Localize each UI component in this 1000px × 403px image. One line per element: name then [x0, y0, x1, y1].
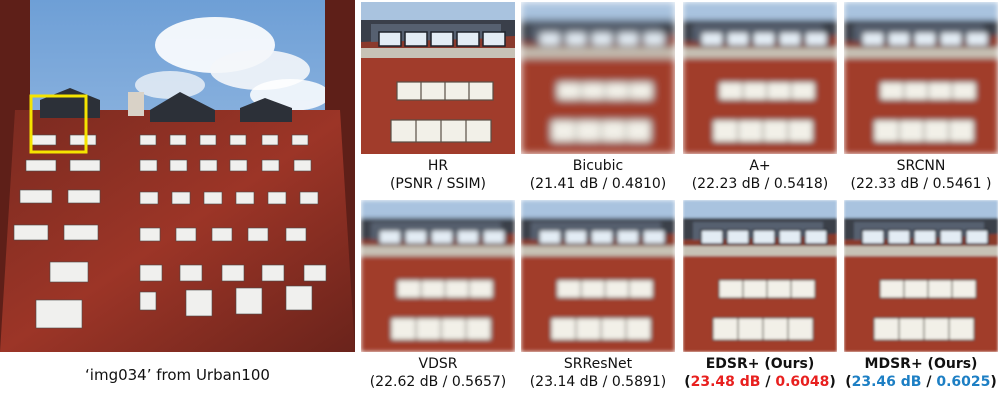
crop-image-hr — [361, 2, 515, 154]
method-label: Bicubic — [572, 158, 624, 174]
panel-srresnet: SRResNet (23.14 dB / 0.5891) — [521, 200, 675, 391]
ssim-value: 0.6048 — [775, 374, 830, 390]
metrics-label: (23.14 dB / 0.5891) — [529, 374, 667, 390]
panel-aplus: A+ (22.23 dB / 0.5418) — [683, 2, 837, 193]
metrics-label: (23.48 dB / 0.6048) — [684, 374, 836, 390]
method-label: SRCNN — [896, 158, 946, 174]
metrics-label: (22.62 dB / 0.5657) — [369, 374, 507, 390]
metrics-label: (PSNR / SSIM) — [389, 176, 487, 192]
method-label: HR — [427, 158, 449, 174]
building-photo — [0, 0, 355, 352]
panel-edsr: EDSR+ (Ours) (23.48 dB / 0.6048) — [683, 200, 837, 391]
crop-image-vdsr — [361, 200, 515, 352]
metrics-label: (22.23 dB / 0.5418) — [691, 176, 829, 192]
method-label: EDSR+ (Ours) — [705, 356, 815, 372]
crop-image-mdsr — [844, 200, 998, 352]
zoom-region-box — [29, 94, 88, 154]
panel-mdsr: MDSR+ (Ours) (23.46 dB / 0.6025) — [844, 200, 998, 391]
method-label: VDSR — [418, 356, 458, 372]
crop-image-srresnet — [521, 200, 675, 352]
method-label: A+ — [749, 158, 771, 174]
panel-vdsr: VDSR (22.62 dB / 0.5657) — [361, 200, 515, 391]
crop-image-aplus — [683, 2, 837, 154]
psnr-value: 23.48 dB — [690, 374, 761, 390]
metrics-label: (23.46 dB / 0.6025) — [845, 374, 997, 390]
ssim-value: 0.6025 — [936, 374, 991, 390]
panel-srcnn: SRCNN (22.33 dB / 0.5461 ) — [844, 2, 998, 193]
method-label: MDSR+ (Ours) — [864, 356, 978, 372]
crop-image-edsr — [683, 200, 837, 352]
method-label: SRResNet — [563, 356, 633, 372]
metrics-label: (21.41 dB / 0.4810) — [529, 176, 667, 192]
crop-image-bicubic — [521, 2, 675, 154]
psnr-value: 23.46 dB — [851, 374, 922, 390]
crop-image-srcnn — [844, 2, 998, 154]
main-building-image — [0, 0, 355, 352]
main-image-caption: ‘img034’ from Urban100 — [85, 366, 270, 384]
panel-hr: HR (PSNR / SSIM) — [361, 2, 515, 193]
panel-bicubic: Bicubic (21.41 dB / 0.4810) — [521, 2, 675, 193]
metrics-label: (22.33 dB / 0.5461 ) — [850, 176, 992, 192]
